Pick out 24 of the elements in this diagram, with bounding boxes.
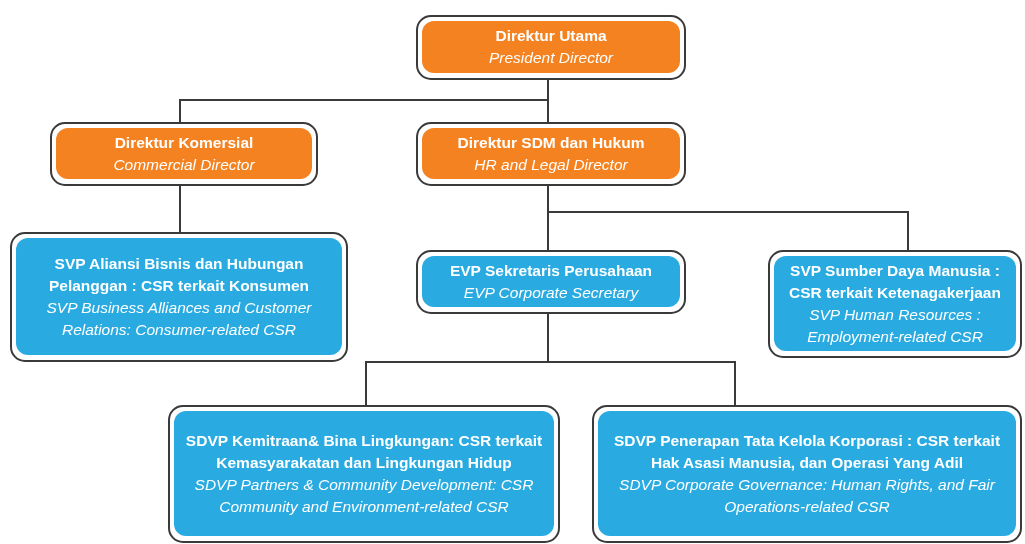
role-subtitle: HR and Legal Director bbox=[474, 154, 628, 175]
role-subtitle: SDVP Partners & Community Development: CSR Community and Environment-related CSR bbox=[193, 474, 535, 517]
node-frame bbox=[768, 250, 1022, 358]
role-title: EVP Sekretaris Perusahaan bbox=[449, 260, 653, 281]
connector-line bbox=[179, 185, 181, 233]
role-subtitle: President Director bbox=[488, 48, 613, 68]
role-title: Direktur Komersial bbox=[114, 132, 254, 153]
role-title: SVP Sumber Daya Manusia : CSR terkait Ketenagakerjaan bbox=[788, 260, 1002, 303]
connector-line bbox=[547, 79, 549, 123]
connector-line bbox=[547, 313, 736, 406]
role-subtitle: EVP Corporate Secretary bbox=[463, 282, 639, 303]
node-frame bbox=[416, 15, 686, 80]
role-title: SDVP Kemitraan& Bina Lingkungan: CSR terkait Kemasyarakatan dan Lingkungan Hidup bbox=[184, 430, 544, 473]
role-subtitle: SVP Business Alliances and Customer Relations: Consumer-related CSR bbox=[45, 297, 313, 340]
role-title: Direktur Utama bbox=[495, 26, 607, 46]
node-frame bbox=[416, 122, 686, 186]
role-subtitle: SVP Human Resources : Employment-related CSR bbox=[806, 304, 984, 347]
role-title: SVP Aliansi Bisnis dan Hubungan Pelanggan : CSR terkait Konsumen bbox=[47, 253, 311, 296]
role-title: Direktur SDM dan Hukum bbox=[457, 132, 645, 153]
node-frame bbox=[416, 250, 686, 314]
role-title: SDVP Penerapan Tata Kelola Korporasi : CSR terkait Hak Asasi Manusia, dan Operasi Yang Adil bbox=[612, 430, 1002, 473]
node-frame bbox=[50, 122, 318, 186]
role-subtitle: SDVP Corporate Governance: Human Rights, and Fair Operations-related CSR bbox=[618, 474, 997, 517]
role-subtitle: Commercial Director bbox=[113, 154, 255, 175]
